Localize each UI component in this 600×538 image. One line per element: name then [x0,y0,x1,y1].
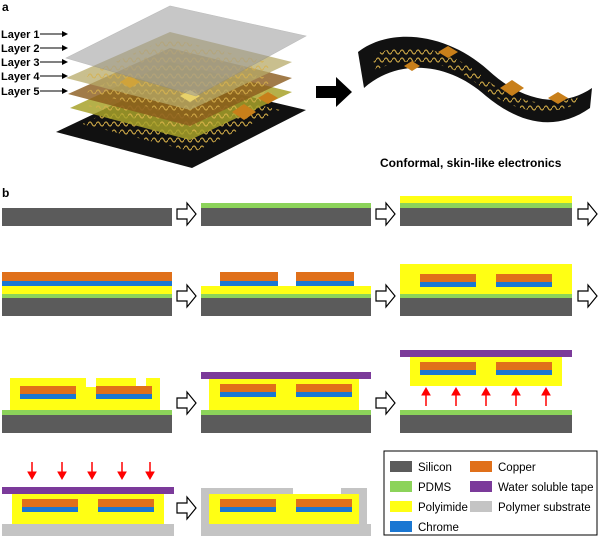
layer-stack [56,5,307,168]
legend-label: PDMS [418,482,452,494]
step-arrow [375,390,396,416]
layer-label: Layer 1 [1,29,40,41]
legend-swatch [470,501,492,512]
step-2-pdms [201,203,371,226]
layer-label: Layer 2 [1,43,40,55]
step-arrow [577,283,598,309]
panel-a-letter: a [2,0,9,14]
panel-b-letter: b [2,186,9,200]
legend-swatch [470,481,492,492]
legend-label: Water soluble tape [498,482,593,494]
legend-swatch [390,481,412,492]
legend-label: Chrome [418,522,459,534]
lift-arrows [421,386,551,406]
step-1-silicon [2,208,172,226]
legend-label: Polymer substrate [498,502,591,514]
step-arrows [176,201,598,521]
layer-label: Layer 4 [1,71,40,83]
press-arrows [27,462,155,481]
step-11-final [201,488,371,536]
step-4-metal [2,272,172,316]
step-8-tape [201,372,371,433]
step-9-release [400,350,572,433]
layer-labels: Layer 1 Layer 2 Layer 3 Layer 4 Layer 5 [1,29,68,98]
legend-swatch [390,501,412,512]
legend-swatch [470,461,492,472]
legend-swatch [390,521,412,532]
step-7-etched [2,378,172,433]
layer-label: Layer 3 [1,57,40,69]
step-arrow [176,390,197,416]
step-arrow [176,201,197,227]
legend-label: Copper [498,462,536,474]
step-6-encapsulated [400,264,572,316]
legend-label: Polyimide [418,502,468,514]
transform-arrow [316,77,352,107]
step-arrow [375,283,396,309]
panel-a-caption: Conformal, skin-like electronics [380,156,562,170]
step-arrow [176,283,197,309]
layer-1-sheet [65,5,307,97]
conformal-sheet [358,36,592,123]
step-3-polyimide [400,196,572,226]
step-arrow [577,201,598,227]
step-arrow [375,201,396,227]
step-5-patterned [201,272,371,316]
step-arrow [176,495,197,521]
step-10-transfer [2,462,174,536]
legend-swatch [390,461,412,472]
legend-label: Silicon [418,462,452,474]
layer-label: Layer 5 [1,86,40,98]
